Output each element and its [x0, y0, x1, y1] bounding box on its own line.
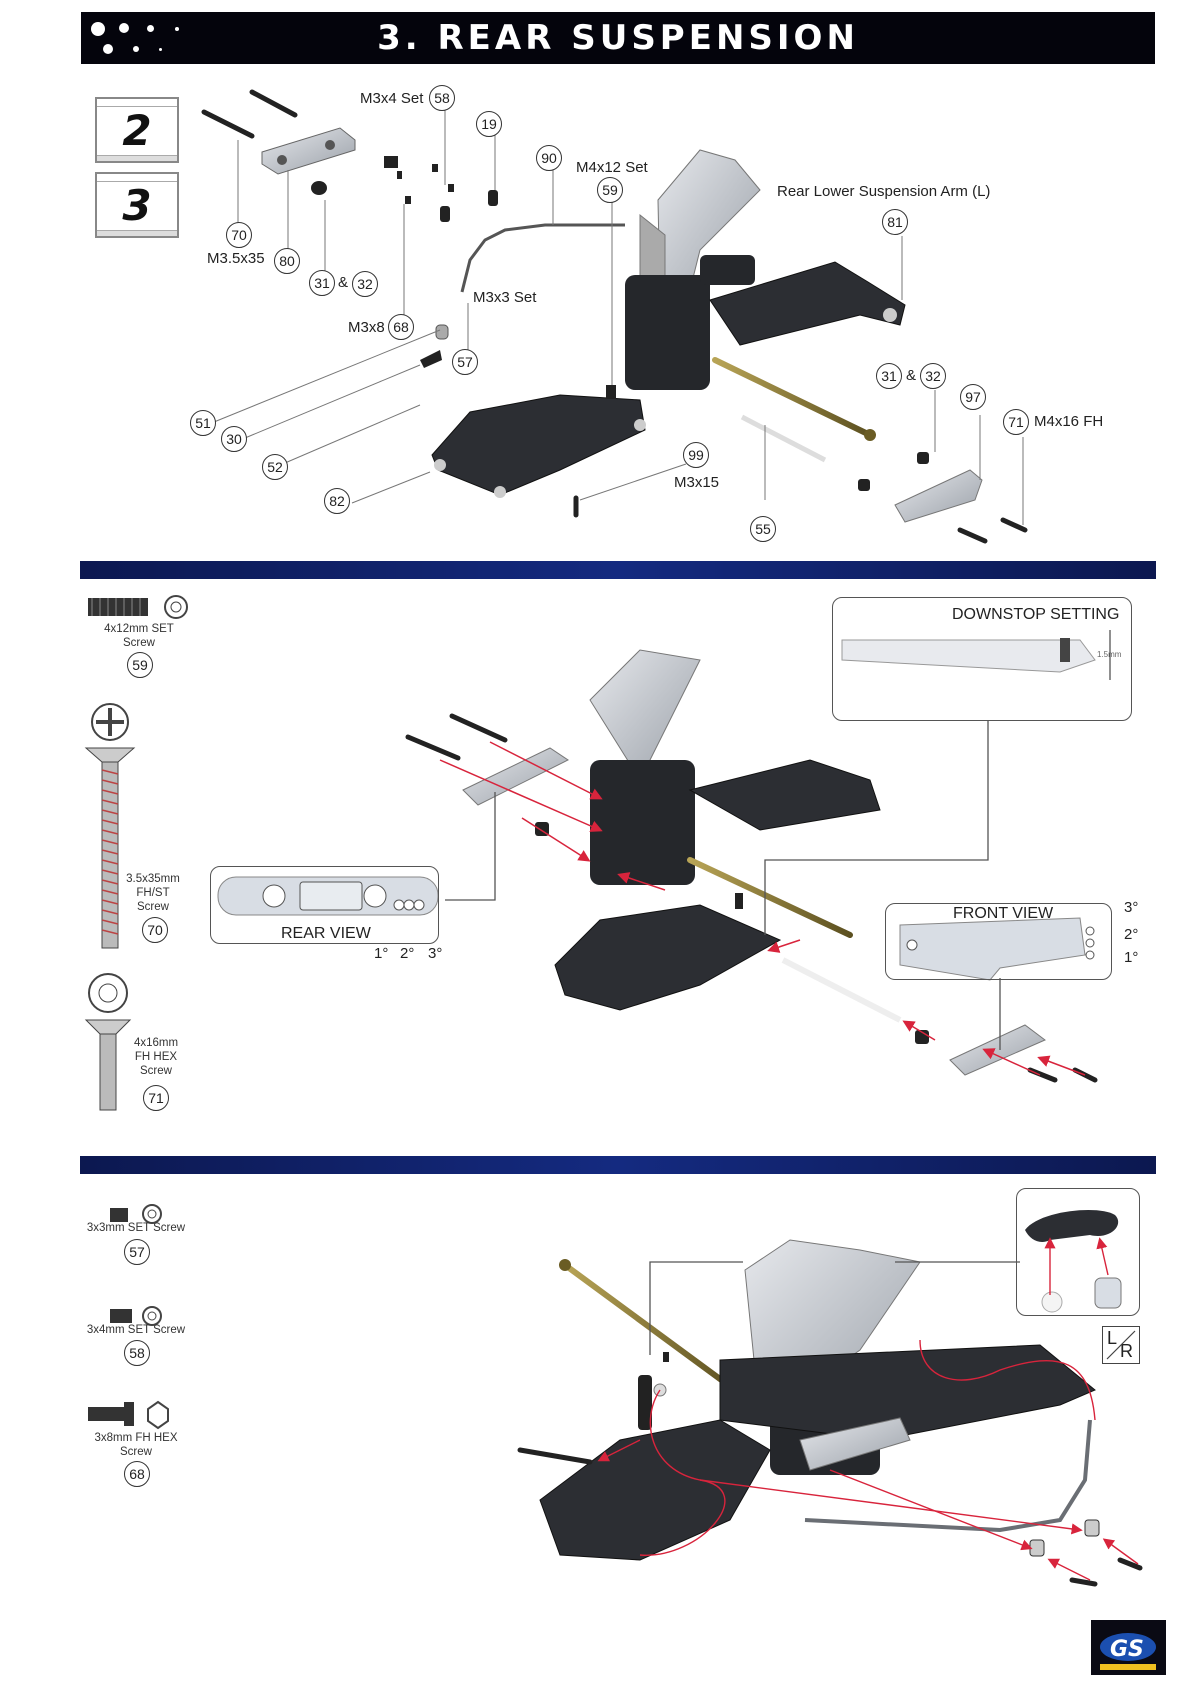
callout-label-58: M3x4 Set — [360, 90, 424, 107]
svg-text:GS: GS — [1110, 1637, 1144, 1662]
callout-71: 71 — [1003, 409, 1029, 435]
callout-55: 55 — [750, 516, 776, 542]
assembly-view-2 — [84, 595, 1111, 1111]
callout-59: 59 — [597, 177, 623, 203]
callout-68: 68 — [388, 314, 414, 340]
part-58-num: 58 — [124, 1340, 150, 1366]
front-view-angle-3: 3° — [1124, 899, 1139, 916]
callout-80: 80 — [274, 248, 300, 274]
callout-99: 99 — [683, 442, 709, 468]
ampersand-2: & — [906, 367, 917, 384]
page-title: 3. REAR SUSPENSION — [377, 18, 859, 58]
callout-label-57: M3x3 Set — [473, 289, 537, 306]
front-view-title: FRONT VIEW — [953, 905, 1054, 922]
assembly-view-3 — [88, 1204, 1143, 1587]
gs-racing-logo: GS — [1091, 1620, 1166, 1675]
section-divider-1 — [80, 561, 1156, 579]
downstop-setting-inset — [832, 597, 1132, 721]
callout-30: 30 — [221, 426, 247, 452]
callout-31b: 31 — [876, 363, 902, 389]
part-71-num: 71 — [143, 1085, 169, 1111]
rear-view-angle-2: 2° — [400, 945, 415, 962]
part-68-num: 68 — [124, 1461, 150, 1487]
part-3x3-set-screw-label: 3x3mm SET Screw — [86, 1222, 186, 1234]
callout-70: 70 — [226, 222, 252, 248]
callout-19: 19 — [476, 111, 502, 137]
callout-51: 51 — [190, 410, 216, 436]
callout-label-70: M3.5x35 — [207, 250, 265, 267]
rear-view-inset — [210, 866, 439, 944]
part-59-num: 59 — [127, 652, 153, 678]
rear-view-title: REAR VIEW — [281, 925, 371, 942]
section-divider-2 — [80, 1156, 1156, 1174]
section-header: 3. REAR SUSPENSION — [81, 12, 1155, 64]
part-70-num: 70 — [142, 917, 168, 943]
callout-label-68: M3x8 — [348, 319, 385, 336]
part-57-num: 57 — [124, 1239, 150, 1265]
callout-97: 97 — [960, 384, 986, 410]
callout-58: 58 — [429, 85, 455, 111]
callout-label-81: Rear Lower Suspension Arm (L) — [777, 183, 991, 200]
callout-90: 90 — [536, 145, 562, 171]
lr-badge: L R — [1102, 1326, 1140, 1364]
step-badge-3: 3 — [95, 172, 179, 238]
front-view-inset — [885, 903, 1112, 980]
callout-32: 32 — [352, 271, 378, 297]
ball-link-inset — [1016, 1188, 1140, 1316]
ampersand-1: & — [338, 274, 349, 291]
rear-view-angle-3: 3° — [428, 945, 443, 962]
callout-57: 57 — [452, 349, 478, 375]
rear-view-angle-1: 1° — [374, 945, 389, 962]
downstop-measure: 1.5mm — [1097, 650, 1122, 659]
exploded-view-1 — [201, 89, 1028, 544]
callout-81: 81 — [882, 209, 908, 235]
step-badge-2: 2 — [95, 97, 179, 163]
callout-82: 82 — [324, 488, 350, 514]
callout-31: 31 — [309, 270, 335, 296]
callout-52: 52 — [262, 454, 288, 480]
callout-label-59: M4x12 Set — [576, 159, 648, 176]
front-view-angle-2: 2° — [1124, 926, 1139, 943]
callout-label-99: M3x15 — [674, 474, 720, 491]
callout-32b: 32 — [920, 363, 946, 389]
downstop-title: DOWNSTOP SETTING — [952, 606, 1120, 623]
part-3x4-set-screw-label: 3x4mm SET Screw — [86, 1324, 186, 1336]
front-view-angle-1: 1° — [1124, 949, 1139, 966]
callout-label-71: M4x16 FH — [1034, 413, 1104, 430]
